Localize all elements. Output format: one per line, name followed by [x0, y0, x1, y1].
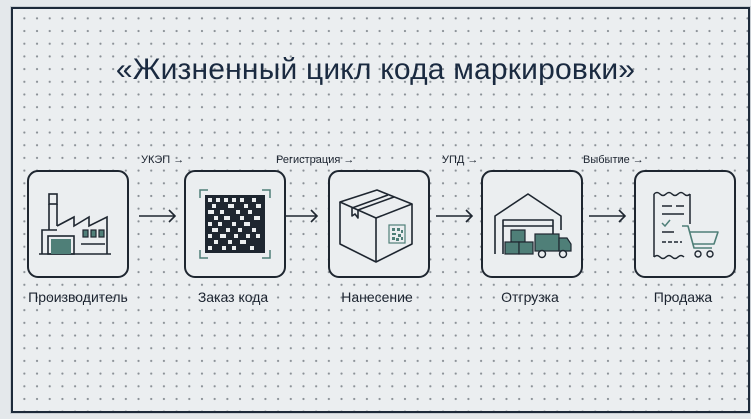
arrow-icon: [589, 209, 627, 223]
stage-label-sale: Продажа: [653, 289, 713, 305]
stage-box-code-order: [184, 170, 286, 278]
arrow-icon: [436, 209, 474, 223]
arrow-icon: [139, 209, 177, 223]
warehouse-truck-icon: [494, 193, 572, 259]
datamatrix-icon: [199, 189, 271, 259]
stage-box-application: [328, 170, 430, 278]
stage-box-producer: [27, 170, 129, 278]
transition-label-ukep: УКЭП →: [141, 154, 185, 166]
stage-label-shipment: Отгрузка: [501, 289, 559, 305]
receipt-cart-icon: [653, 191, 719, 260]
stage-label-application: Нанесение: [341, 289, 413, 305]
stage-box-sale: [634, 170, 736, 278]
transition-label-upd: УПД →: [442, 154, 479, 166]
diagram-title: «Жизненный цикл кода маркировки»: [115, 53, 636, 86]
stage-label-code-order: Заказ кода: [197, 289, 269, 305]
stage-label-producer: Производитель: [28, 289, 128, 305]
stage-box-shipment: [481, 170, 583, 278]
transition-label-vybytie: Выбытие →: [583, 154, 644, 166]
box-with-code-icon: [339, 189, 413, 263]
arrow-icon: [281, 209, 319, 223]
factory-icon: [39, 193, 111, 255]
transition-label-registration: Регистрация →: [276, 154, 355, 166]
